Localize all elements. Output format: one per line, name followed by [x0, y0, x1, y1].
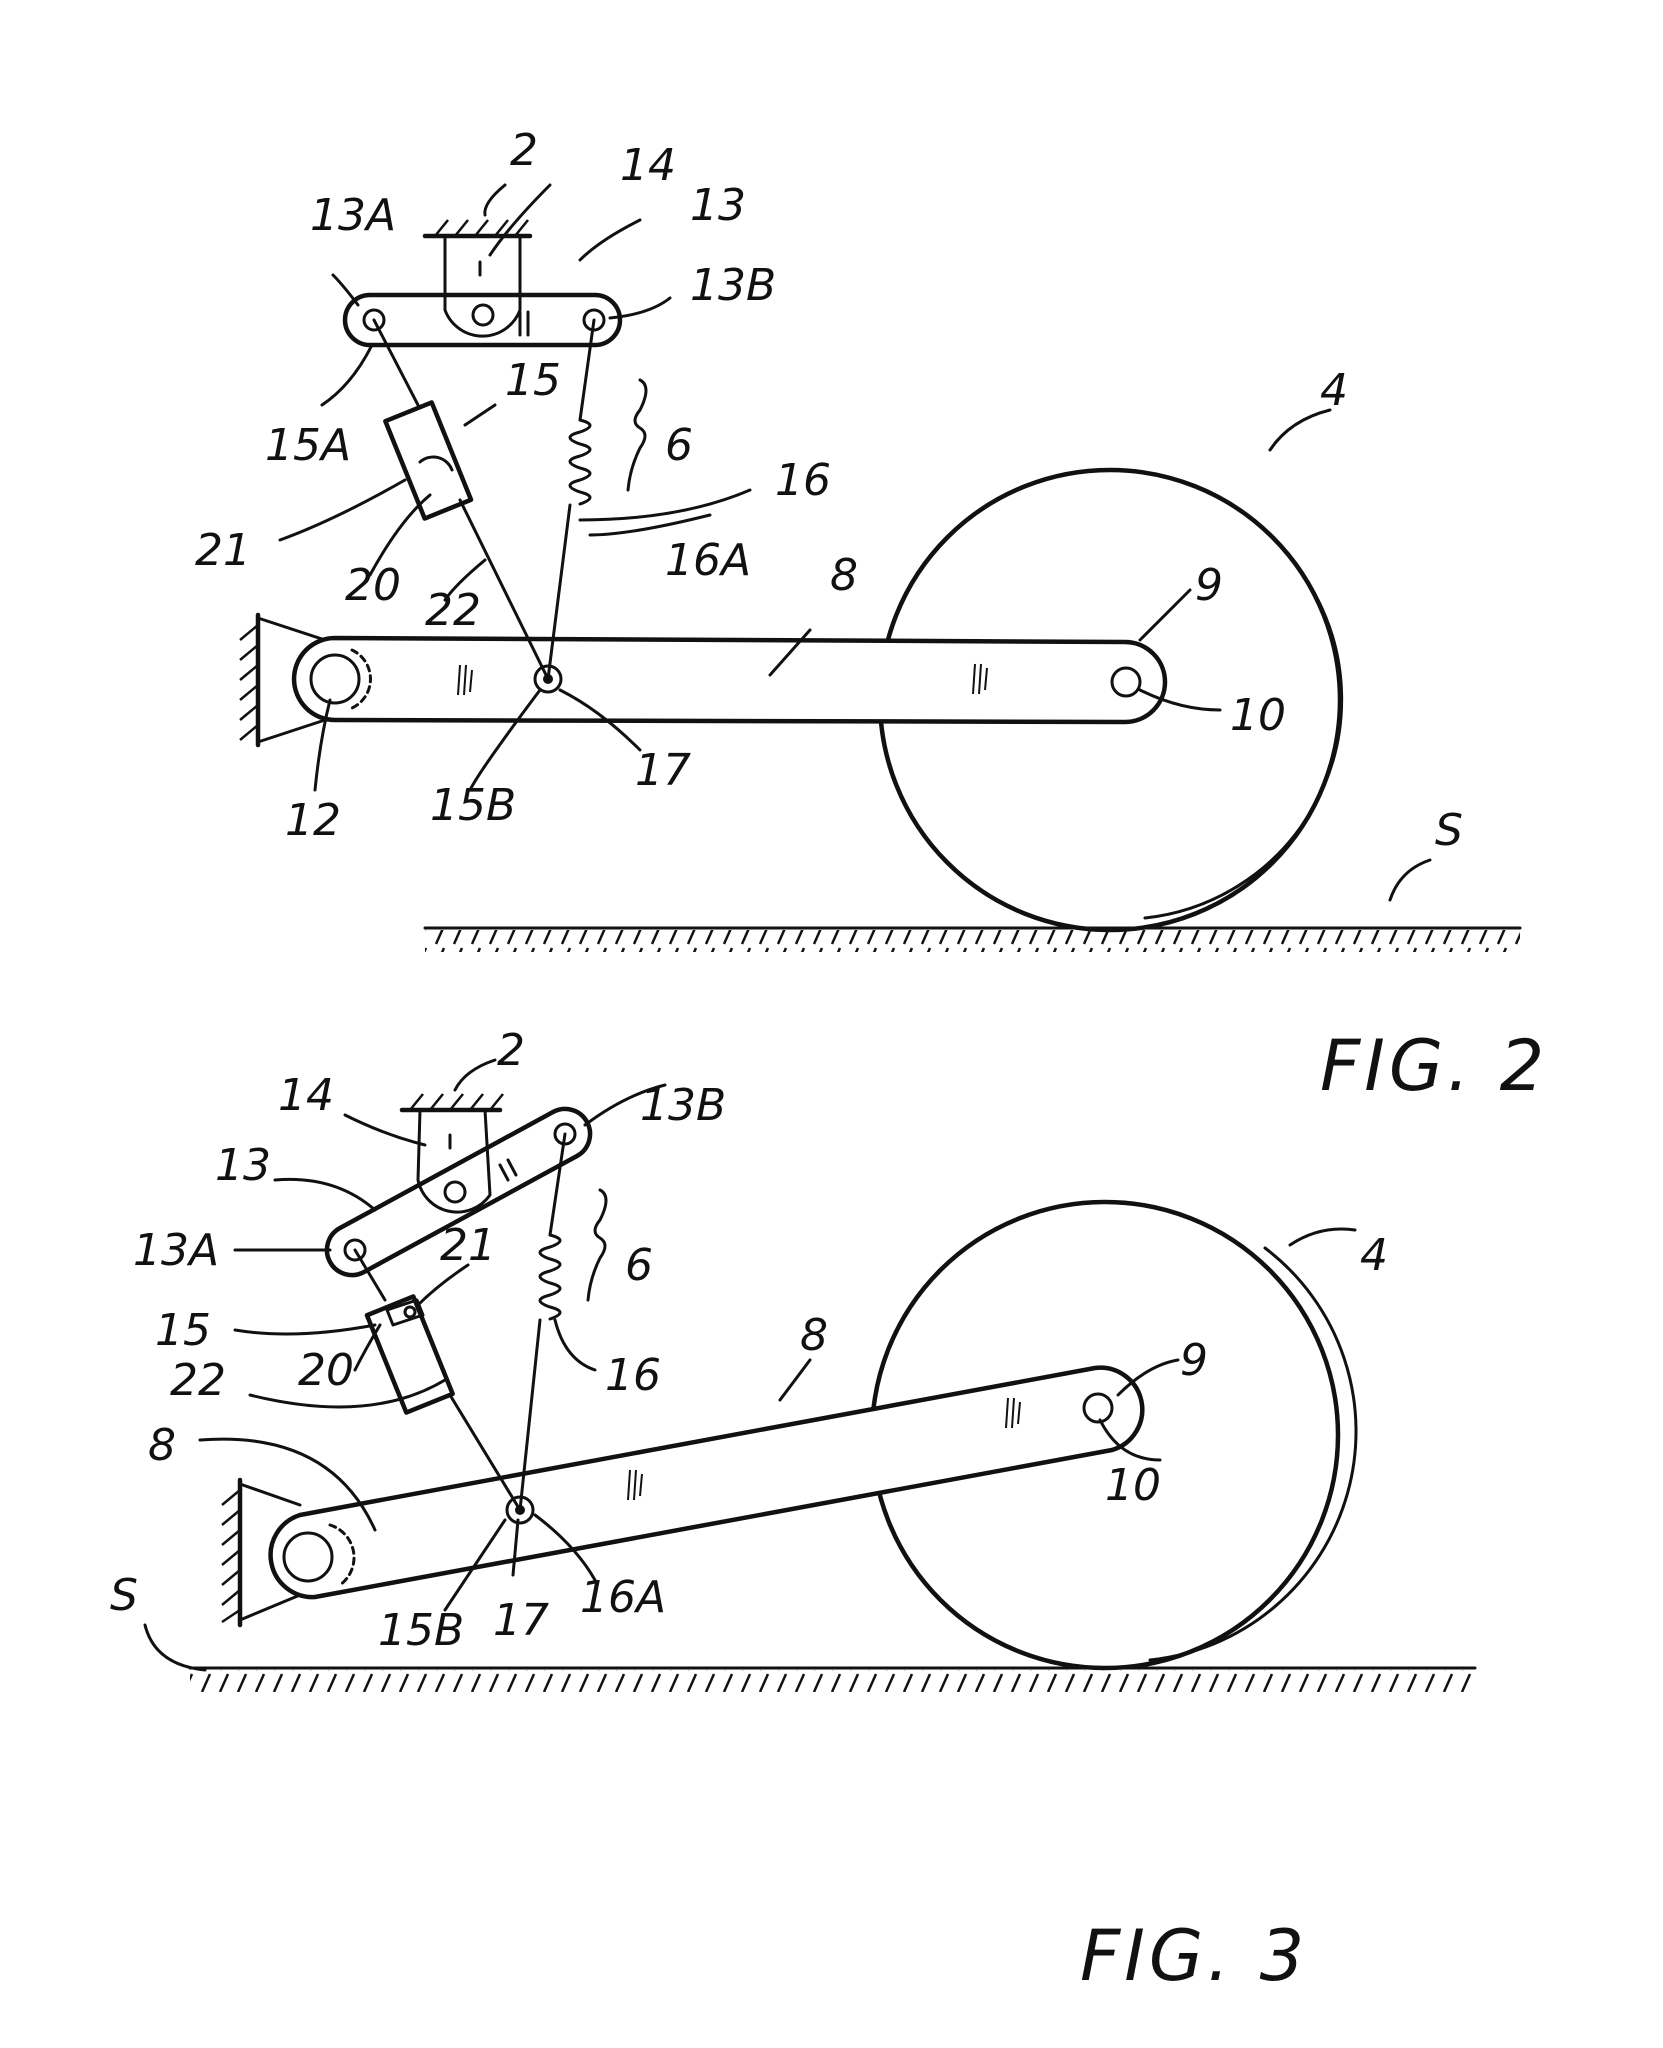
- fig2-label-S: S: [1435, 805, 1463, 856]
- fig2-arm: [291, 635, 1168, 725]
- fig3-label-20: 20: [298, 1345, 354, 1396]
- fig2-label-13B: 13B: [690, 260, 776, 311]
- fig2-label-16A: 16A: [665, 535, 751, 586]
- fig2-label-13: 13: [690, 180, 746, 231]
- fig2-label-17: 17: [635, 745, 691, 796]
- fig3-arm: [268, 1365, 1145, 1600]
- fig2-lever: [342, 292, 623, 348]
- fig2-label-14: 14: [620, 140, 676, 191]
- fig2-label-13A: 13A: [310, 190, 396, 241]
- fig3-label-16A: 16A: [580, 1572, 666, 1623]
- fig2-label-4: 4: [1320, 365, 1348, 416]
- fig2-frame-mount: [239, 612, 327, 748]
- fig3-label-21: 21: [440, 1220, 496, 1271]
- fig3-label-14: 14: [278, 1070, 334, 1121]
- fig3-label-4: 4: [1360, 1230, 1388, 1281]
- fig2-damper: [372, 318, 550, 681]
- fig2-chassis-support: [422, 219, 533, 338]
- fig3-label-S: S: [110, 1570, 138, 1621]
- fig3-frame-mount: [221, 1477, 302, 1628]
- fig3-label-13B: 13B: [640, 1080, 726, 1131]
- fig2-spring: [546, 318, 648, 681]
- fig3-ground-surface: [188, 1666, 1477, 1692]
- fig3-label-16: 16: [605, 1350, 661, 1401]
- fig2-label-21: 21: [195, 525, 251, 576]
- fig3-damper: [353, 1248, 522, 1512]
- fig2-reference-labels: 2 14 13 13A 13B 15 15A 6 16 4 21 20 22 1…: [195, 125, 1463, 856]
- fig3-label-17: 17: [493, 1595, 549, 1646]
- fig3-label-6: 6: [625, 1240, 653, 1291]
- fig2-label-22: 22: [425, 585, 481, 636]
- fig2-label-8: 8: [830, 550, 858, 601]
- fig3-reference-labels: 2 14 13 13B 13A 21 6 4 15 20 16 8 9 22 8…: [110, 1025, 1388, 1656]
- fig2-label-12: 12: [285, 795, 341, 846]
- fig3-spring: [518, 1132, 608, 1512]
- fig2-label-9: 9: [1195, 560, 1223, 611]
- fig3-label-15: 15: [155, 1305, 211, 1356]
- fig3-label-22: 22: [170, 1355, 226, 1406]
- fig2-label-16: 16: [775, 455, 831, 506]
- fig3-leader-lines: [143, 1058, 1357, 1672]
- fig2-leader-lines: [278, 183, 1432, 902]
- fig2-label-15: 15: [505, 355, 561, 406]
- fig3-label-2: 2: [497, 1025, 525, 1076]
- fig2-label-10: 10: [1230, 690, 1286, 741]
- fig2-drawing: 2 14 13 13A 13B 15 15A 6 16 4 21 20 22 1…: [195, 125, 1548, 1107]
- fig2-label-20: 20: [345, 560, 401, 611]
- fig3-label-8-arm: 8: [800, 1310, 828, 1361]
- fig2-label-15A: 15A: [265, 420, 351, 471]
- fig3-label-15B: 15B: [378, 1605, 464, 1656]
- fig2-title: FIG. 2: [1320, 1025, 1548, 1107]
- fig3-label-9: 9: [1180, 1335, 1208, 1386]
- fig2-label-15B: 15B: [430, 780, 516, 831]
- fig2-ground-surface: [423, 926, 1522, 952]
- fig3-label-10: 10: [1105, 1460, 1161, 1511]
- fig3-label-13: 13: [215, 1140, 271, 1191]
- fig3-label-13A: 13A: [133, 1225, 219, 1276]
- fig3-chassis-support: [399, 1093, 504, 1214]
- fig3-drawing: 2 14 13 13B 13A 21 6 4 15 20 16 8 9 22 8…: [110, 1025, 1477, 1997]
- fig3-title: FIG. 3: [1080, 1915, 1308, 1997]
- fig2-label-6: 6: [665, 420, 693, 471]
- fig2-label-2: 2: [510, 125, 538, 176]
- fig3-label-8: 8: [148, 1420, 176, 1471]
